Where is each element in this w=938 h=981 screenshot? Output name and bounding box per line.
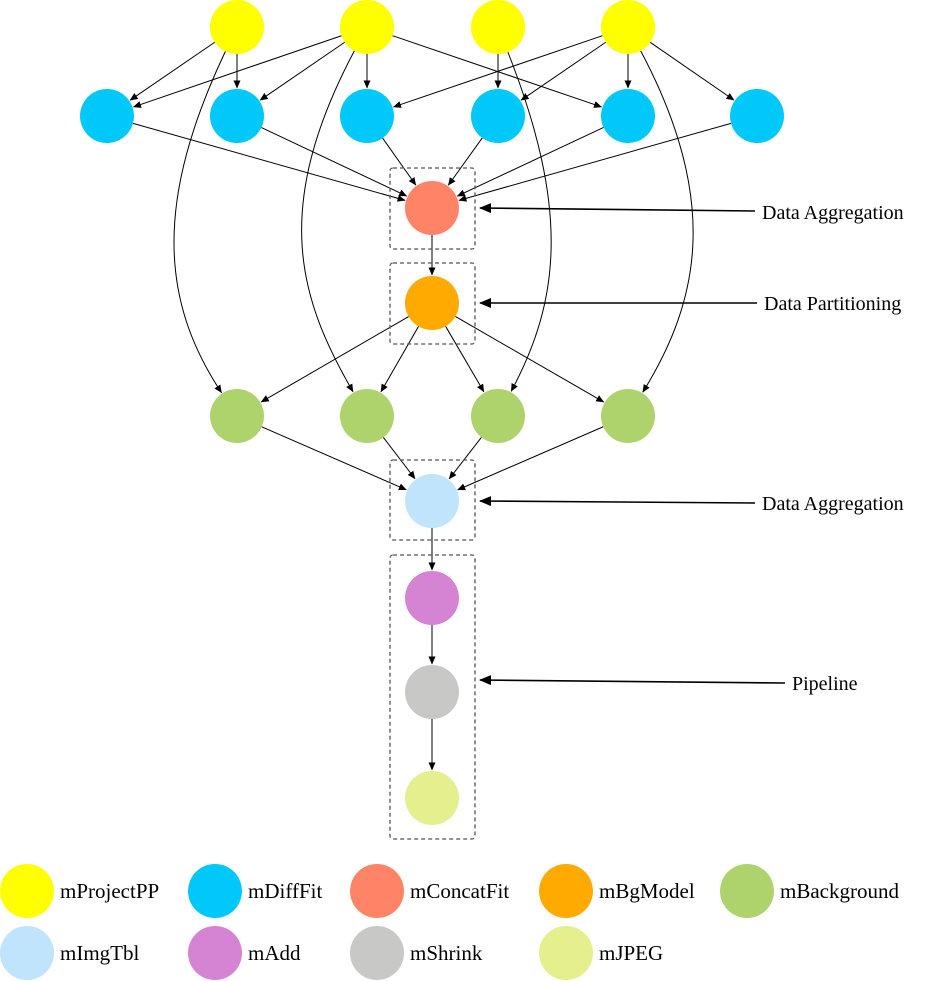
annotation-data-aggregation-2: Data Aggregation xyxy=(762,493,904,515)
node-mImgTbl-it xyxy=(405,474,459,528)
node-mDiffFit-d3 xyxy=(340,89,394,143)
edge-d1-to-cf xyxy=(132,122,406,202)
edge-d4-to-cf xyxy=(447,137,483,186)
callout-arrow-agg2 xyxy=(479,496,756,507)
legend-label-mJPEG: mJPEG xyxy=(599,941,663,965)
callout-arrow-agg1 xyxy=(479,203,756,214)
edge-p4-to-d3 xyxy=(393,35,603,108)
nodes-layer xyxy=(80,0,784,825)
legend: mProjectPP mDiffFit mConcatFit mBgModel mBac… xyxy=(0,864,899,980)
node-mBackground-b1 xyxy=(210,389,264,443)
node-mBgModel-bm xyxy=(405,276,459,330)
node-mProjectPP-p2 xyxy=(340,0,394,54)
edge-b1-to-it xyxy=(261,426,407,491)
node-mAdd-ad xyxy=(405,571,459,625)
legend-item-mJPEG: mJPEG xyxy=(539,926,663,980)
legend-item-mBackground: mBackground xyxy=(720,864,899,918)
node-mDiffFit-d6 xyxy=(730,89,784,143)
edge-p4-to-b4 xyxy=(640,50,694,393)
edge-bm-to-b4 xyxy=(455,316,605,403)
legend-swatch-mJPEG xyxy=(539,926,593,980)
legend-swatch-mShrink xyxy=(350,926,404,980)
edge-bm-to-b3 xyxy=(445,326,485,393)
node-mDiffFit-d5 xyxy=(601,89,655,143)
edge-bm-to-b1 xyxy=(260,316,409,403)
node-mDiffFit-d1 xyxy=(80,89,134,143)
edge-b4-to-it xyxy=(457,426,604,491)
edge-d3-to-cf xyxy=(382,137,417,186)
callout-arrow-pipe xyxy=(479,675,786,686)
legend-label-mBackground: mBackground xyxy=(780,879,899,903)
legend-item-mDiffFit: mDiffFit xyxy=(188,864,322,918)
partitioning-box xyxy=(389,262,476,345)
legend-swatch-mImgTbl xyxy=(0,926,54,980)
edge-bm-to-b2 xyxy=(380,326,419,393)
node-mProjectPP-p4 xyxy=(601,0,655,54)
node-mBackground-b3 xyxy=(471,389,525,443)
edge-p2-to-d2 xyxy=(259,41,346,101)
legend-item-mShrink: mShrink xyxy=(350,926,483,980)
aggregation-box-1 xyxy=(389,167,476,250)
edge-p4-to-d4 xyxy=(520,41,607,101)
pipeline-box xyxy=(389,554,476,840)
edge-p1-to-d1 xyxy=(129,41,216,101)
group-boxes xyxy=(389,167,476,840)
legend-swatch-mDiffFit xyxy=(188,864,242,918)
legend-item-mProjectPP: mProjectPP xyxy=(0,864,159,918)
legend-swatch-mConcatFit xyxy=(350,864,404,918)
legend-swatch-mBackground xyxy=(720,864,774,918)
edge-p4-to-d6 xyxy=(649,41,735,101)
legend-label-mProjectPP: mProjectPP xyxy=(60,879,159,903)
edge-p2-to-d1 xyxy=(133,35,342,108)
edge-d2-to-cf xyxy=(261,127,408,197)
legend-item-mBgModel: mBgModel xyxy=(539,864,695,918)
node-mProjectPP-p3 xyxy=(471,0,525,54)
callouts-layer: Data Aggregation Data Partitioning Data … xyxy=(479,202,904,695)
aggregation-box-2 xyxy=(389,459,476,541)
edge-p3-to-b3 xyxy=(507,51,552,392)
edge-b3-to-it xyxy=(448,437,482,480)
legend-label-mConcatFit: mConcatFit xyxy=(410,879,509,903)
node-mBackground-b4 xyxy=(601,389,655,443)
edge-d5-to-cf xyxy=(456,127,604,197)
legend-label-mImgTbl: mImgTbl xyxy=(60,941,139,965)
annotation-pipeline: Pipeline xyxy=(792,673,858,695)
legend-item-mAdd: mAdd xyxy=(188,926,301,980)
legend-swatch-mProjectPP xyxy=(0,864,54,918)
node-mDiffFit-d4 xyxy=(471,89,525,143)
legend-swatch-mAdd xyxy=(188,926,242,980)
legend-label-mBgModel: mBgModel xyxy=(599,879,695,903)
node-mJPEG-jp xyxy=(405,771,459,825)
edges-layer xyxy=(129,35,735,771)
legend-item-mImgTbl: mImgTbl xyxy=(0,926,139,980)
edge-p1-to-b1 xyxy=(173,51,226,394)
legend-swatch-mBgModel xyxy=(539,864,593,918)
legend-label-mDiffFit: mDiffFit xyxy=(248,879,322,903)
edge-p2-to-b2 xyxy=(301,50,355,393)
annotation-data-aggregation-1: Data Aggregation xyxy=(762,202,904,224)
node-mShrink-sh xyxy=(405,665,459,719)
edge-b2-to-it xyxy=(383,437,416,480)
legend-label-mAdd: mAdd xyxy=(248,941,301,965)
node-mProjectPP-p1 xyxy=(210,0,264,54)
node-mConcatFit-cf xyxy=(405,181,459,235)
node-mBackground-b2 xyxy=(340,389,394,443)
edge-d6-to-cf xyxy=(458,122,732,202)
annotation-data-partitioning: Data Partitioning xyxy=(764,293,901,315)
node-mDiffFit-d2 xyxy=(210,89,264,143)
legend-item-mConcatFit: mConcatFit xyxy=(350,864,509,918)
legend-label-mShrink: mShrink xyxy=(410,941,483,965)
